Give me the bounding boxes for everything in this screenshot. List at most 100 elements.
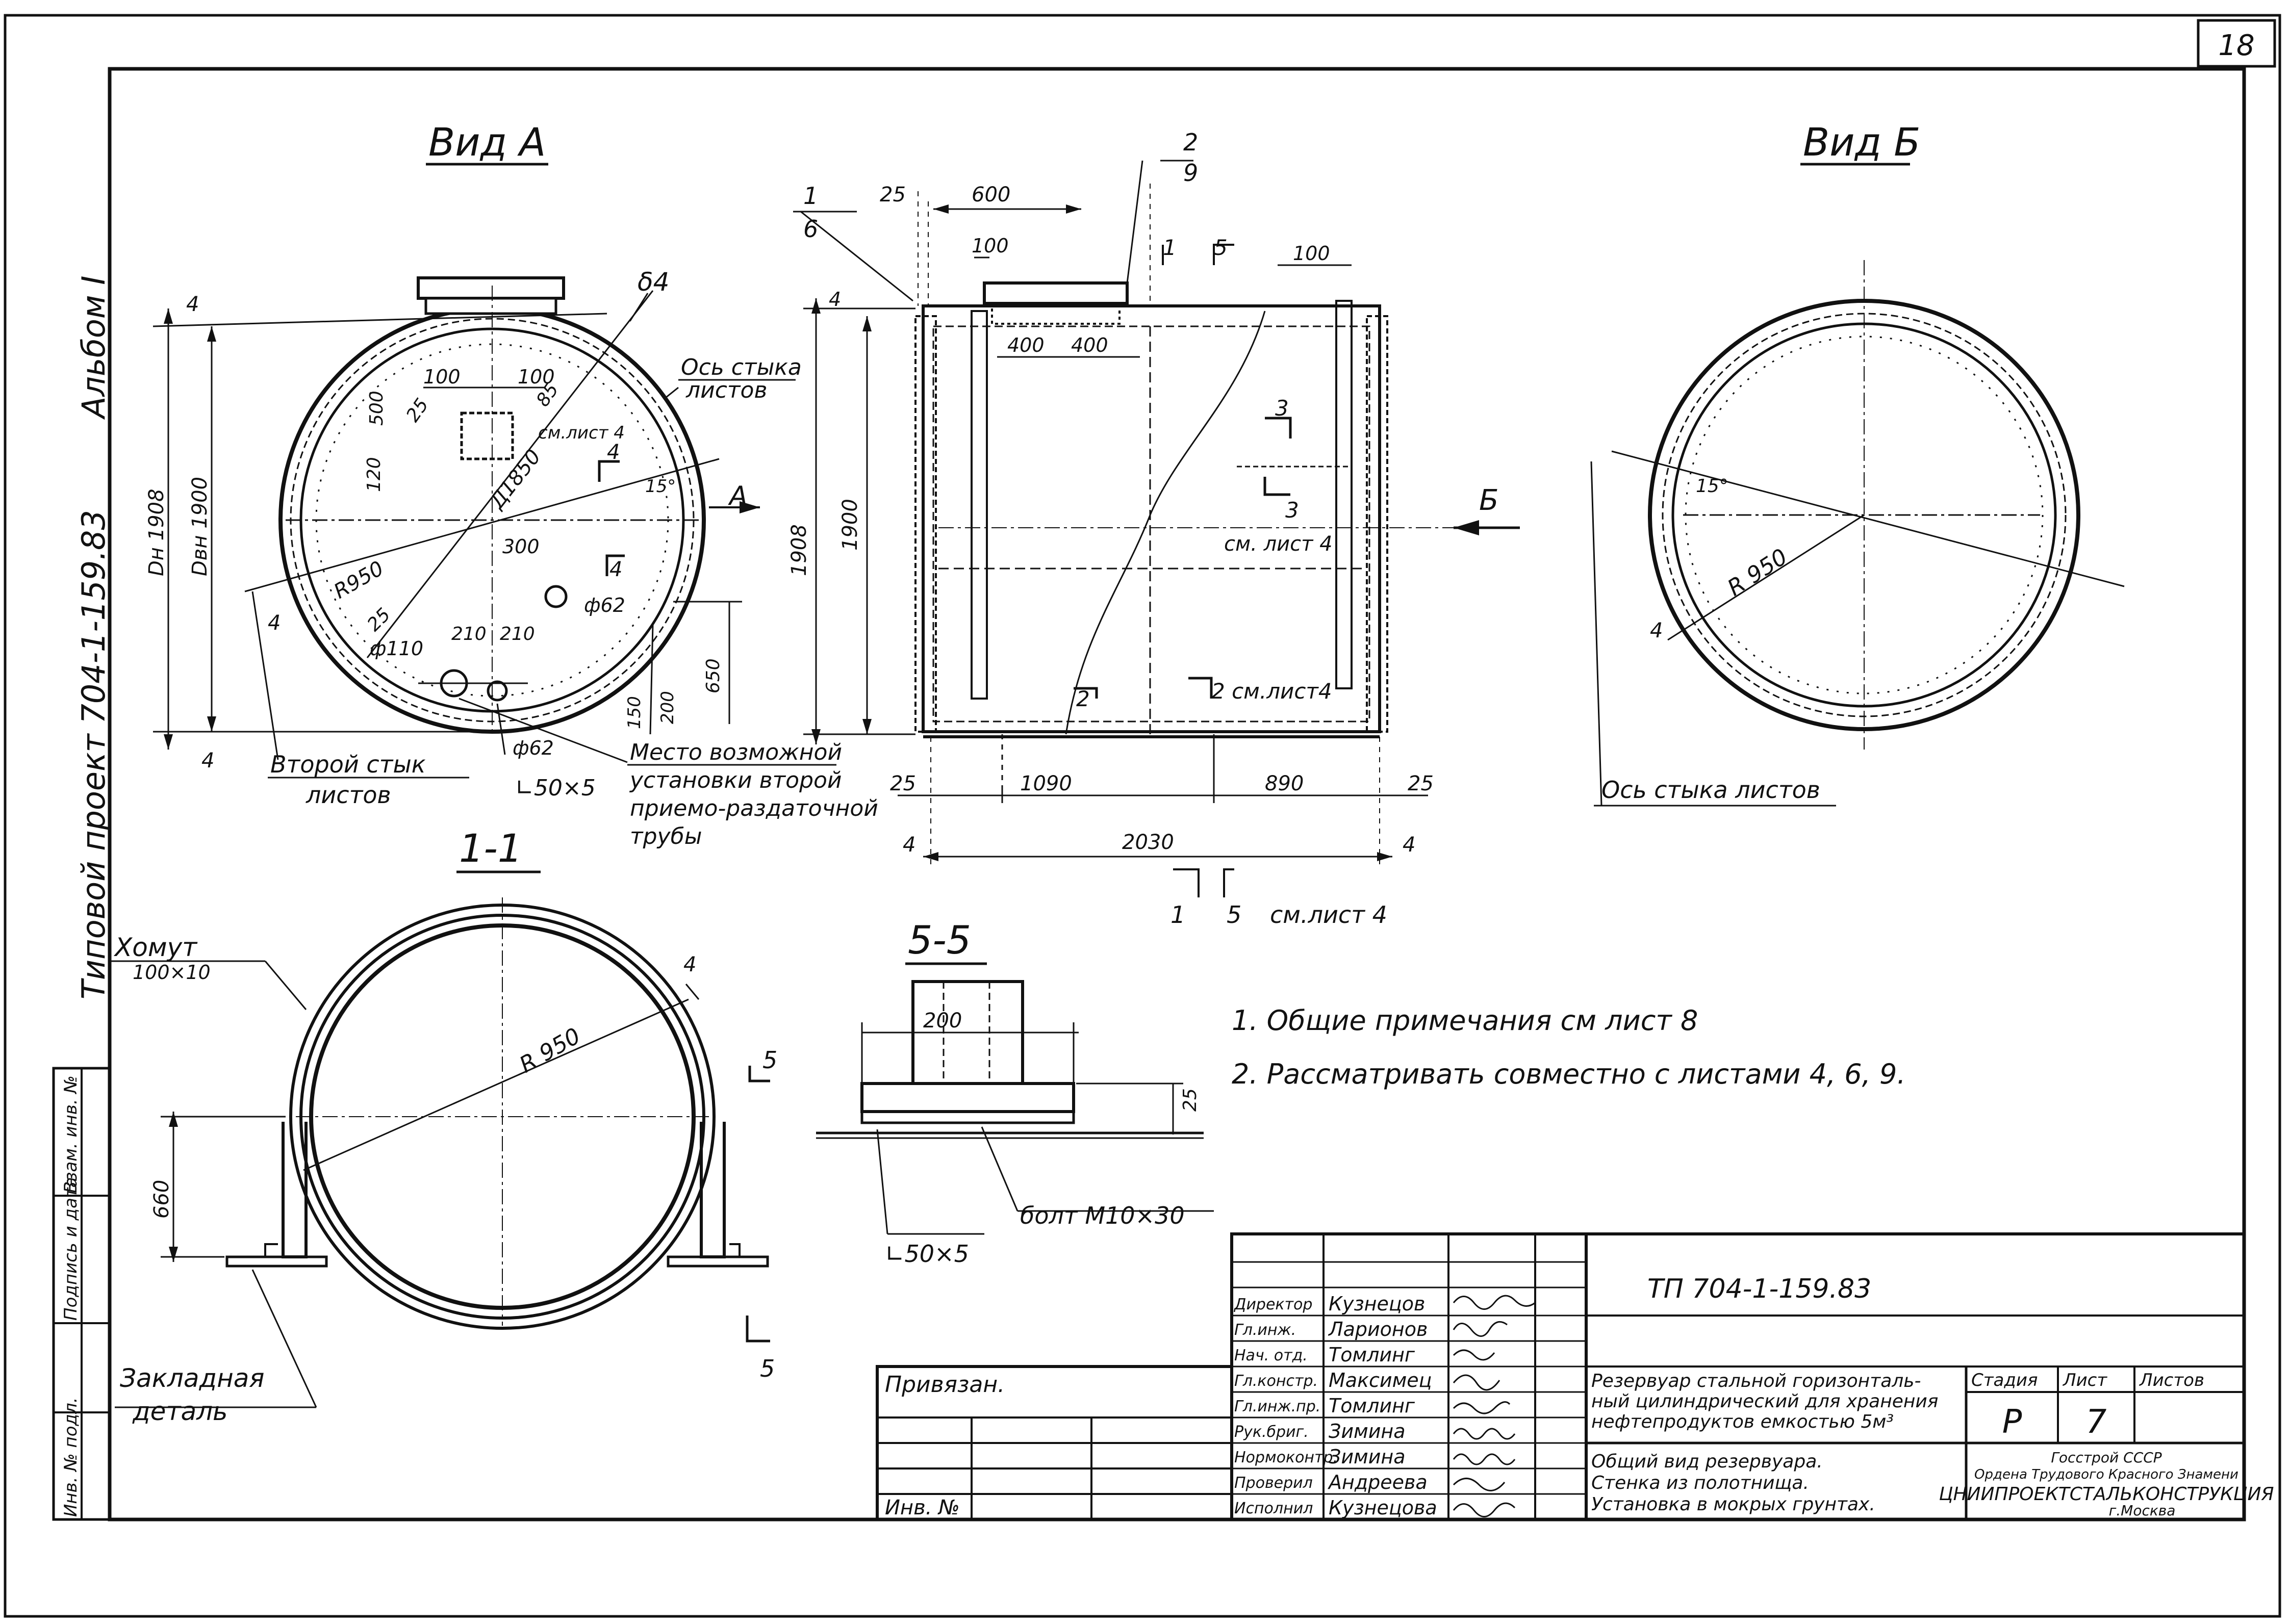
view-a-thickness: δ4 (638, 267, 669, 297)
side-view-dim-400b: 400 (1071, 334, 1108, 356)
side-view-dim-25: 25 (880, 183, 906, 207)
view-a-place-note-4: трубы (630, 823, 702, 849)
signer-role: Рук.бриг. (1234, 1423, 1309, 1441)
stamp-vzam: Взам. инв. № (61, 1075, 81, 1193)
signer-role: Гл.инж. (1234, 1321, 1296, 1339)
section-1-1-clamp: Хомут (113, 933, 198, 962)
section-1-1-sec-5a: 5 (762, 1046, 777, 1074)
title-stage-value: Р (2002, 1403, 2022, 1441)
side-view-dim-1090: 1090 (1020, 772, 1072, 795)
view-a-dim-210b: 210 (500, 624, 535, 645)
view-a-dim-210a: 210 (451, 624, 487, 645)
side-view-dim-400a: 400 (1007, 334, 1045, 356)
side-stamp: Инв. № подл. Подпись и дата Взам. инв. № (52, 1067, 111, 1521)
view-a-angle-15: 15° (645, 476, 676, 497)
side-view-dim-4-right: 4 (1403, 833, 1415, 857)
side-view-dim-4-left: 4 (903, 833, 915, 857)
view-a-arrow-letter: A (728, 481, 748, 511)
title-org-3: ЦНИИПРОЕКТСТАЛЬКОНСТРУКЦИЯ (1939, 1484, 2274, 1505)
title-sheet-title-3: Установка в мокрых грунтах. (1591, 1494, 1875, 1515)
view-b-axis-label: Ось стыка листов (1601, 776, 1820, 804)
side-view-pos-6: 6 (803, 215, 818, 243)
signer-name: Томлинг (1329, 1344, 1415, 1366)
view-a-place-note-2: установки второй (629, 767, 842, 793)
side-view-sec-3b: 3 (1285, 498, 1299, 523)
view-b-dim-4: 4 (1650, 619, 1663, 642)
title-sheet-value: 7 (2086, 1403, 2107, 1441)
title-sheet-title-1: Общий вид резервуара. (1591, 1451, 1823, 1472)
view-a-dim-100a: 100 (423, 366, 461, 388)
side-view-arrow-letter: Б (1479, 484, 1498, 517)
sheet-number-box (2197, 19, 2276, 68)
view-a-outer-diameter: Dн 1908 (145, 489, 168, 576)
title-org-2: Ордена Трудового Красного Знамени (1974, 1467, 2238, 1482)
section-5-5: 5-5 200 25 болт М10×30 ∟50×5 (816, 917, 1214, 1268)
side-view-foot-5: 5 (1227, 901, 1241, 929)
outer-frame (4, 14, 2281, 1618)
side-project-label: Типовой проект 704-1-159.83 (75, 510, 112, 999)
signer-role: Нач. отд. (1234, 1347, 1308, 1364)
signer-name: Максимец (1329, 1369, 1432, 1391)
title-description-1: Резервуар стальной горизонталь- (1591, 1371, 1921, 1391)
view-a-dim-200: 200 (657, 691, 678, 724)
side-view-dim-600: 600 (972, 183, 1010, 207)
signer-name: Зимина (1329, 1420, 1406, 1442)
view-b-title: Вид Б (1803, 119, 1920, 165)
title-privyazan: Привязан. (885, 1372, 1005, 1398)
title-org-1: Госстрой СССР (2051, 1449, 2161, 1466)
signers-table: Директор Кузнецов Гл.инж. Ларионов Нач. … (1233, 1293, 1437, 1519)
side-view-pos-1: 1 (803, 182, 818, 210)
view-a-axis-label-2: листов (685, 377, 767, 403)
signer-role: Нормоконтр. (1234, 1449, 1338, 1466)
view-a-place-note-1: Место возможной (630, 739, 842, 765)
note-2: 2. Рассматривать совместно с листами 4, … (1232, 1058, 1906, 1090)
side-view-dim-100a: 100 (972, 235, 1009, 257)
view-a-title: Вид А (428, 119, 546, 165)
side-view-foot-1: 1 (1171, 901, 1185, 929)
signer-role: Проверил (1234, 1474, 1313, 1492)
title-description-3: нефтепродуктов емкостью 5м³ (1591, 1411, 1894, 1432)
view-b: Вид Б 15° R 950 4 Ось стыка листов (1590, 119, 2125, 807)
side-view-sec-3a: 3 (1275, 396, 1289, 421)
signer-role: Гл.констр. (1234, 1372, 1318, 1390)
section-5-5-width: 200 (923, 1009, 962, 1033)
signer-name: Кузнецова (1329, 1497, 1437, 1519)
view-a-dim-300: 300 (502, 535, 540, 558)
side-view-sec-1: 1 (1163, 235, 1177, 260)
side-view-dim-25-right: 25 (1408, 772, 1434, 795)
section-5-5-bolt: болт М10×30 (1020, 1202, 1185, 1229)
section-1-1-dim-4: 4 (683, 953, 696, 976)
notes: 1. Общие примечания см лист 8 2. Рассмат… (1232, 1004, 1906, 1090)
view-a-dim-4c: 4 (268, 611, 281, 635)
section-1-1-dim-660: 660 (150, 1180, 173, 1219)
view-a-dim-120: 120 (364, 457, 385, 492)
side-view-sec-2a: 2 (1076, 686, 1090, 711)
side-view-height-1908: 1908 (787, 524, 811, 576)
title-stage-header: Стадия (1971, 1370, 2038, 1390)
title-org-4: г.Москва (2109, 1502, 2176, 1519)
side-view-dim-2030: 2030 (1122, 831, 1174, 854)
signer-role: Директор (1233, 1296, 1312, 1313)
title-designation: ТП 704-1-159.83 (1647, 1274, 1871, 1304)
side-view-dim-4: 4 (829, 288, 841, 311)
title-sheets-header: Листов (2139, 1370, 2204, 1390)
side-view: Б 1 6 2 9 25 600 (787, 128, 1520, 929)
view-a-dim-4a: 4 (607, 441, 620, 464)
signer-role: Исполнил (1234, 1500, 1313, 1517)
title-sheet-title-2: Стенка из полотнища. (1591, 1473, 1809, 1493)
view-a-dim-150: 150 (624, 696, 645, 729)
signatures (1453, 1295, 1536, 1517)
view-a-second-seam-2: листов (306, 781, 391, 809)
side-view-sec-5: 5 (1214, 235, 1228, 260)
side-view-height-1900: 1900 (838, 499, 862, 551)
section-5-5-title: 5-5 (908, 917, 971, 963)
view-a-thick-4-bottom: 4 (201, 749, 214, 772)
view-a-nozzle-110: ф110 (370, 637, 423, 660)
signer-name: Томлинг (1329, 1395, 1415, 1417)
note-1: 1. Общие примечания см лист 8 (1232, 1004, 1698, 1037)
view-a-dim-100b: 100 (518, 366, 555, 388)
side-view-foot-see: см.лист 4 (1270, 901, 1387, 929)
section-1-1-title: 1-1 (459, 826, 522, 871)
signer-name: Андреева (1327, 1471, 1428, 1493)
